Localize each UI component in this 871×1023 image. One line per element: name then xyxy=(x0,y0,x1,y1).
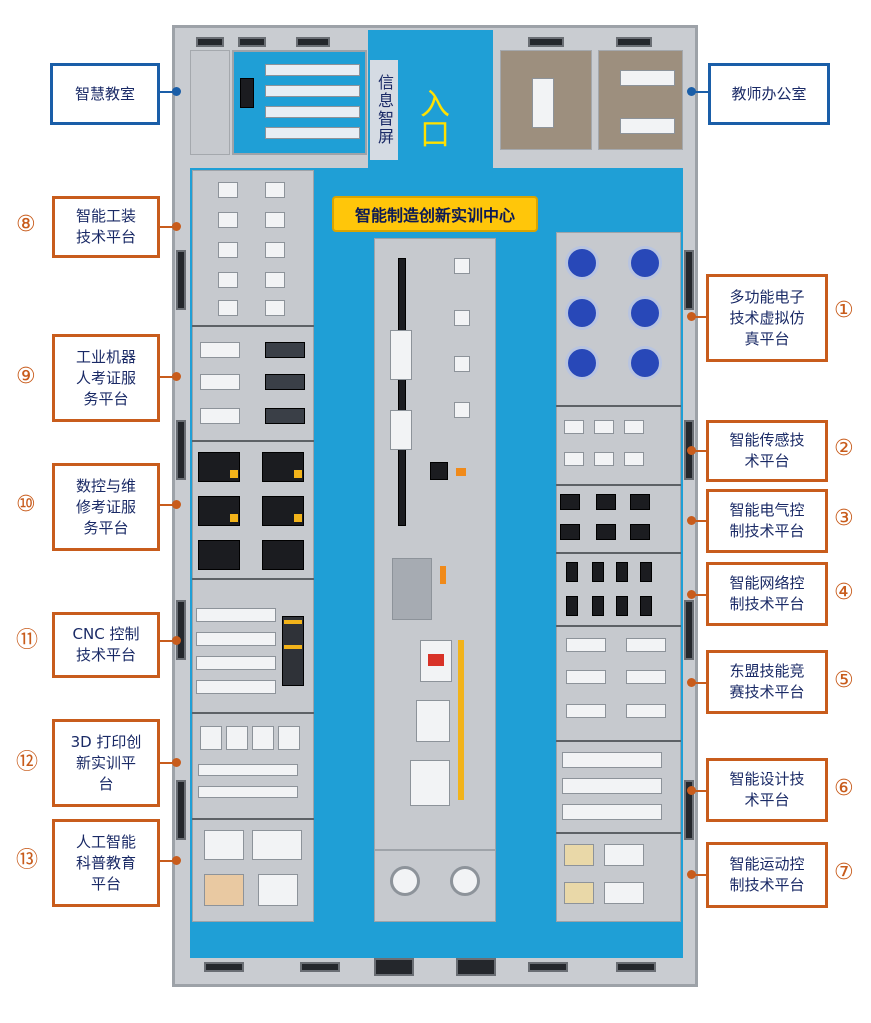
platform-number: ⑫ xyxy=(16,750,39,775)
platform-label-9: 工业机器 人考证服 务平台 xyxy=(52,334,160,422)
platform-number: ③ xyxy=(834,506,854,531)
platform-number: ⑤ xyxy=(834,668,854,693)
platform-number: ⑥ xyxy=(834,776,854,801)
platform-number: ⑧ xyxy=(16,212,36,237)
smart-classroom-label: 智慧教室 xyxy=(50,63,160,125)
platform-label-13: 人工智能 科普教育 平台 xyxy=(52,819,160,907)
platform-label-8: 智能工装 技术平台 xyxy=(52,196,160,258)
platform-number: ④ xyxy=(834,580,854,605)
platform-number: ⑪ xyxy=(16,628,39,653)
platform-label-3: 智能电气控 制技术平台 xyxy=(706,489,828,553)
platform-number: ② xyxy=(834,436,854,461)
platform-label-11: CNC 控制 技术平台 xyxy=(52,612,160,678)
platform-number: ⑨ xyxy=(16,364,36,389)
platform-label-5: 东盟技能竞 赛技术平台 xyxy=(706,650,828,714)
platform-label-10: 数控与维 修考证服 务平台 xyxy=(52,463,160,551)
teacher-office-room-b xyxy=(598,50,683,150)
platform-label-2: 智能传感技 术平台 xyxy=(706,420,828,482)
platform-number: ⑩ xyxy=(16,492,36,517)
platform-label-12: 3D 打印创 新实训平 台 xyxy=(52,719,160,807)
entrance-sign: 入口 xyxy=(414,88,449,148)
platform-number: ⑬ xyxy=(16,848,39,873)
platform-label-6: 智能设计技 术平台 xyxy=(706,758,828,822)
platform-label-7: 智能运动控 制技术平台 xyxy=(706,842,828,908)
platform-number: ① xyxy=(834,298,854,323)
center-title: 智能制造创新实训中心 xyxy=(332,196,538,232)
side-room xyxy=(190,50,230,155)
teacher-office-label: 教师办公室 xyxy=(708,63,830,125)
platform-number: ⑦ xyxy=(834,860,854,885)
platform-label-1: 多功能电子 技术虚拟仿 真平台 xyxy=(706,274,828,362)
info-screen-sign: 信息智屏 xyxy=(370,60,398,160)
platform-label-4: 智能网络控 制技术平台 xyxy=(706,562,828,626)
